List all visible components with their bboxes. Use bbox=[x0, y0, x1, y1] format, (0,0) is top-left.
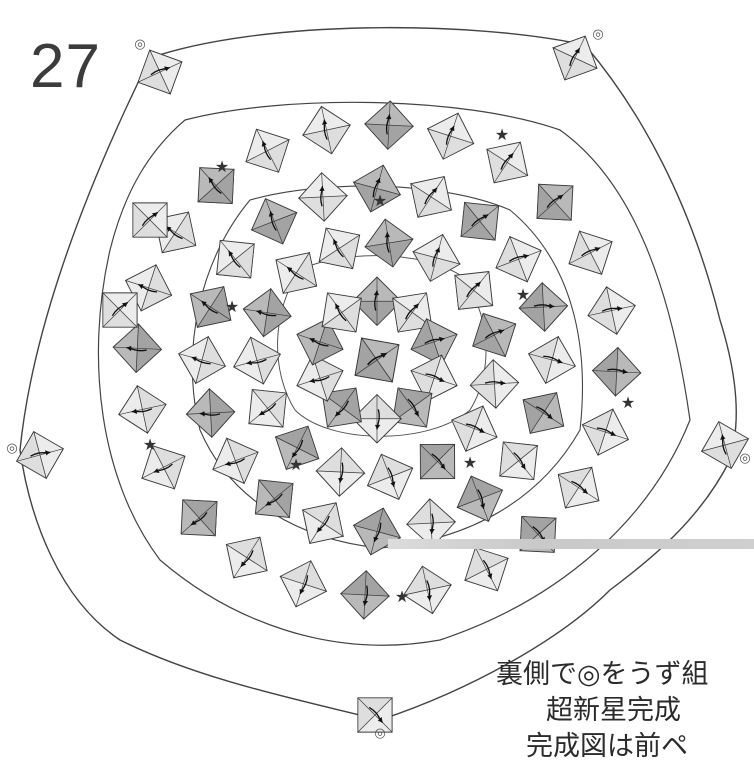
module-unit bbox=[495, 235, 542, 283]
module-unit bbox=[366, 453, 414, 501]
step-number: 27 bbox=[30, 32, 101, 101]
module-unit bbox=[275, 251, 318, 294]
module-unit bbox=[527, 335, 577, 385]
fold-line-band bbox=[388, 539, 754, 549]
module-unit bbox=[321, 387, 362, 428]
module-unit bbox=[486, 141, 529, 184]
join-marks: ◎ ◎ ◎ ◎ ◎ bbox=[6, 27, 750, 741]
module-unit bbox=[412, 233, 461, 282]
module-unit bbox=[279, 560, 328, 608]
join-mark: ◎ bbox=[6, 441, 17, 456]
module-unit bbox=[225, 536, 268, 579]
middle-ring bbox=[97, 101, 691, 646]
module-unit bbox=[245, 128, 290, 173]
instruction-line-3: 完成図は前ペ bbox=[526, 731, 688, 762]
star-marker: ★ bbox=[215, 157, 229, 176]
module-unit bbox=[499, 441, 539, 481]
module-unit bbox=[472, 312, 517, 358]
module-unit bbox=[212, 437, 259, 485]
star-marker: ★ bbox=[143, 435, 157, 454]
module-unit bbox=[469, 358, 520, 409]
module-unit bbox=[141, 445, 186, 490]
module-unit bbox=[568, 230, 613, 275]
module-unit bbox=[587, 285, 636, 336]
module-unit bbox=[297, 172, 348, 222]
module-unit bbox=[296, 354, 344, 403]
module-unit bbox=[426, 112, 475, 160]
star-marker: ★ bbox=[463, 453, 477, 472]
module-unit bbox=[410, 354, 458, 403]
module-unit bbox=[250, 198, 298, 245]
module-unit bbox=[456, 475, 504, 522]
module-unit bbox=[197, 167, 235, 205]
module-unit bbox=[464, 547, 509, 592]
module-unit bbox=[339, 570, 391, 620]
module-unit bbox=[410, 176, 453, 218]
module-unit bbox=[419, 443, 456, 480]
module-unit bbox=[700, 420, 750, 470]
module-unit bbox=[233, 336, 281, 385]
module-unit bbox=[254, 479, 294, 519]
module-unit bbox=[581, 408, 630, 457]
module-unit bbox=[274, 425, 320, 470]
module-unit bbox=[552, 35, 598, 81]
star-marker: ★ bbox=[516, 285, 530, 304]
star-marker: ★ bbox=[225, 297, 239, 316]
star-marker: ★ bbox=[621, 393, 635, 412]
star-marker: ★ bbox=[289, 455, 303, 474]
module-unit bbox=[392, 292, 433, 333]
module-unit bbox=[301, 105, 352, 155]
module-unit bbox=[215, 239, 255, 279]
module-unit bbox=[357, 697, 394, 734]
join-mark: ◎ bbox=[739, 451, 750, 466]
instruction-line-2: 超新星完成 bbox=[546, 695, 681, 726]
module-unit bbox=[454, 271, 494, 310]
star-marker: ★ bbox=[373, 191, 387, 210]
module-unit bbox=[137, 49, 183, 95]
module-unit bbox=[180, 499, 218, 537]
module-unit bbox=[518, 281, 569, 333]
module-units bbox=[15, 35, 750, 734]
module-unit bbox=[536, 183, 574, 221]
module-unit bbox=[460, 201, 500, 241]
module-unit bbox=[177, 335, 227, 385]
module-unit bbox=[402, 565, 453, 615]
diagram-canvas: 27 ★ ★ ★ ★ ★ ★ ★ ★ ★ ★ ◎ ◎ ◎ ◎ ◎ 裏側で◎をうず組 超新星完成 完成図は前… bbox=[6, 26, 754, 762]
module-unit bbox=[364, 218, 414, 268]
module-unit bbox=[352, 164, 402, 213]
module-unit bbox=[354, 337, 400, 383]
module-unit bbox=[242, 287, 292, 338]
module-unit bbox=[321, 292, 362, 333]
join-mark: ◎ bbox=[134, 37, 145, 52]
join-mark: ◎ bbox=[374, 726, 385, 741]
inner-ring bbox=[191, 185, 583, 549]
module-unit bbox=[315, 447, 366, 497]
module-unit bbox=[410, 317, 458, 366]
module-unit bbox=[351, 393, 403, 444]
module-unit bbox=[189, 285, 232, 328]
module-unit bbox=[557, 466, 600, 509]
module-unit bbox=[185, 387, 236, 439]
module-unit bbox=[112, 323, 163, 374]
module-unit bbox=[102, 291, 139, 328]
module-unit bbox=[351, 276, 403, 327]
module-unit bbox=[591, 346, 642, 397]
module-unit bbox=[301, 502, 344, 544]
module-unit bbox=[451, 405, 498, 453]
instruction-line-1: 裏側で◎をうず組 bbox=[496, 659, 709, 690]
module-unit bbox=[522, 392, 565, 435]
star-marker: ★ bbox=[395, 587, 409, 606]
module-unit bbox=[406, 498, 457, 548]
star-markers: ★ ★ ★ ★ ★ ★ ★ ★ ★ ★ bbox=[143, 125, 635, 606]
module-unit bbox=[318, 227, 361, 270]
module-unit bbox=[118, 384, 167, 435]
module-unit bbox=[248, 389, 287, 429]
module-unit bbox=[132, 201, 169, 238]
join-mark: ◎ bbox=[592, 27, 603, 42]
module-unit bbox=[363, 100, 415, 150]
origami-diagram: ★ ★ ★ ★ ★ ★ ★ ★ ★ ★ ◎ ◎ ◎ ◎ ◎ bbox=[6, 26, 751, 741]
star-marker: ★ bbox=[495, 125, 509, 144]
module-unit bbox=[15, 430, 65, 480]
core-ring bbox=[277, 255, 487, 437]
